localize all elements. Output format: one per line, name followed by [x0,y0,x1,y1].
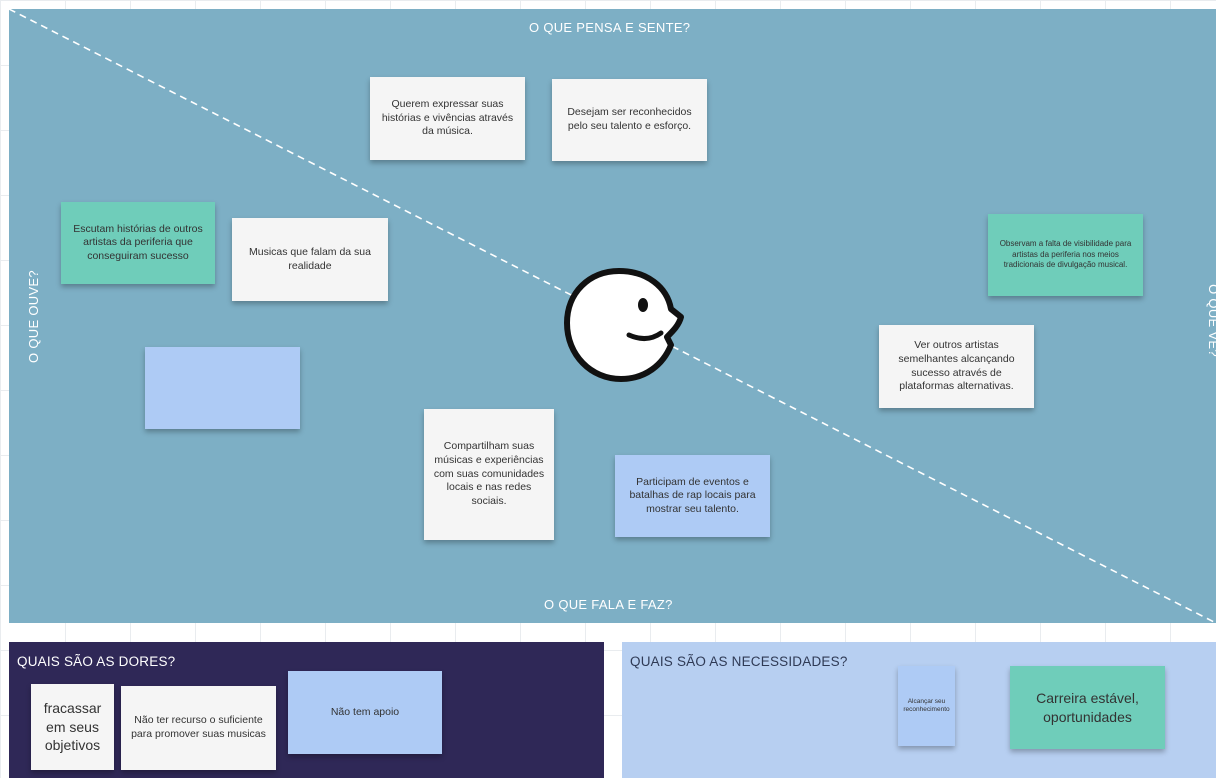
sticky-note-say-1[interactable]: Compartilham suas músicas e experiências… [424,409,554,540]
sticky-note-hear-2[interactable]: Musicas que falam da sua realidade [232,218,388,301]
needs-title: QUAIS SÃO AS NECESSIDADES? [630,654,848,669]
empathy-map-canvas: O QUE PENSA E SENTE? O QUE FALA E FAZ? O… [9,9,1216,623]
sticky-note-pain-3[interactable]: Não tem apoio [288,671,442,754]
sticky-note-say-2[interactable]: Participam de eventos e batalhas de rap … [615,455,770,537]
smiling-face-icon [564,268,684,382]
quadrant-label-think-feel: O QUE PENSA E SENTE? [529,20,691,35]
sticky-note-need-1[interactable]: Alcançar seu reconhecimento [898,666,955,746]
sticky-note-need-2[interactable]: Carreira estável, oportunidades [1010,666,1165,749]
sticky-note-think-1[interactable]: Querem expressar suas histórias e vivênc… [370,77,525,160]
sticky-note-pain-1[interactable]: fracassar em seus objetivos [31,684,114,770]
quadrant-label-hear: O QUE OUVE? [25,270,41,363]
quadrant-label-see: O QUE VÊ? [1205,284,1216,357]
sticky-note-pain-2[interactable]: Não ter recurso o suficiente para promov… [121,686,276,770]
pains-section: QUAIS SÃO AS DORES? fracassar em seus ob… [9,642,604,778]
quadrant-label-say-do: O QUE FALA E FAZ? [544,597,673,612]
sticky-note-see-2[interactable]: Ver outros artistas semelhantes alcançan… [879,325,1034,408]
sticky-note-see-1[interactable]: Observam a falta de visibilidade para ar… [988,214,1143,296]
sticky-note-hear-empty[interactable] [145,347,300,429]
sticky-note-think-2[interactable]: Desejam ser reconhecidos pelo seu talent… [552,79,707,161]
needs-section: QUAIS SÃO AS NECESSIDADES? Alcançar seu … [622,642,1216,778]
pains-title: QUAIS SÃO AS DORES? [17,654,176,669]
sticky-note-hear-1[interactable]: Escutam histórias de outros artistas da … [61,202,215,284]
